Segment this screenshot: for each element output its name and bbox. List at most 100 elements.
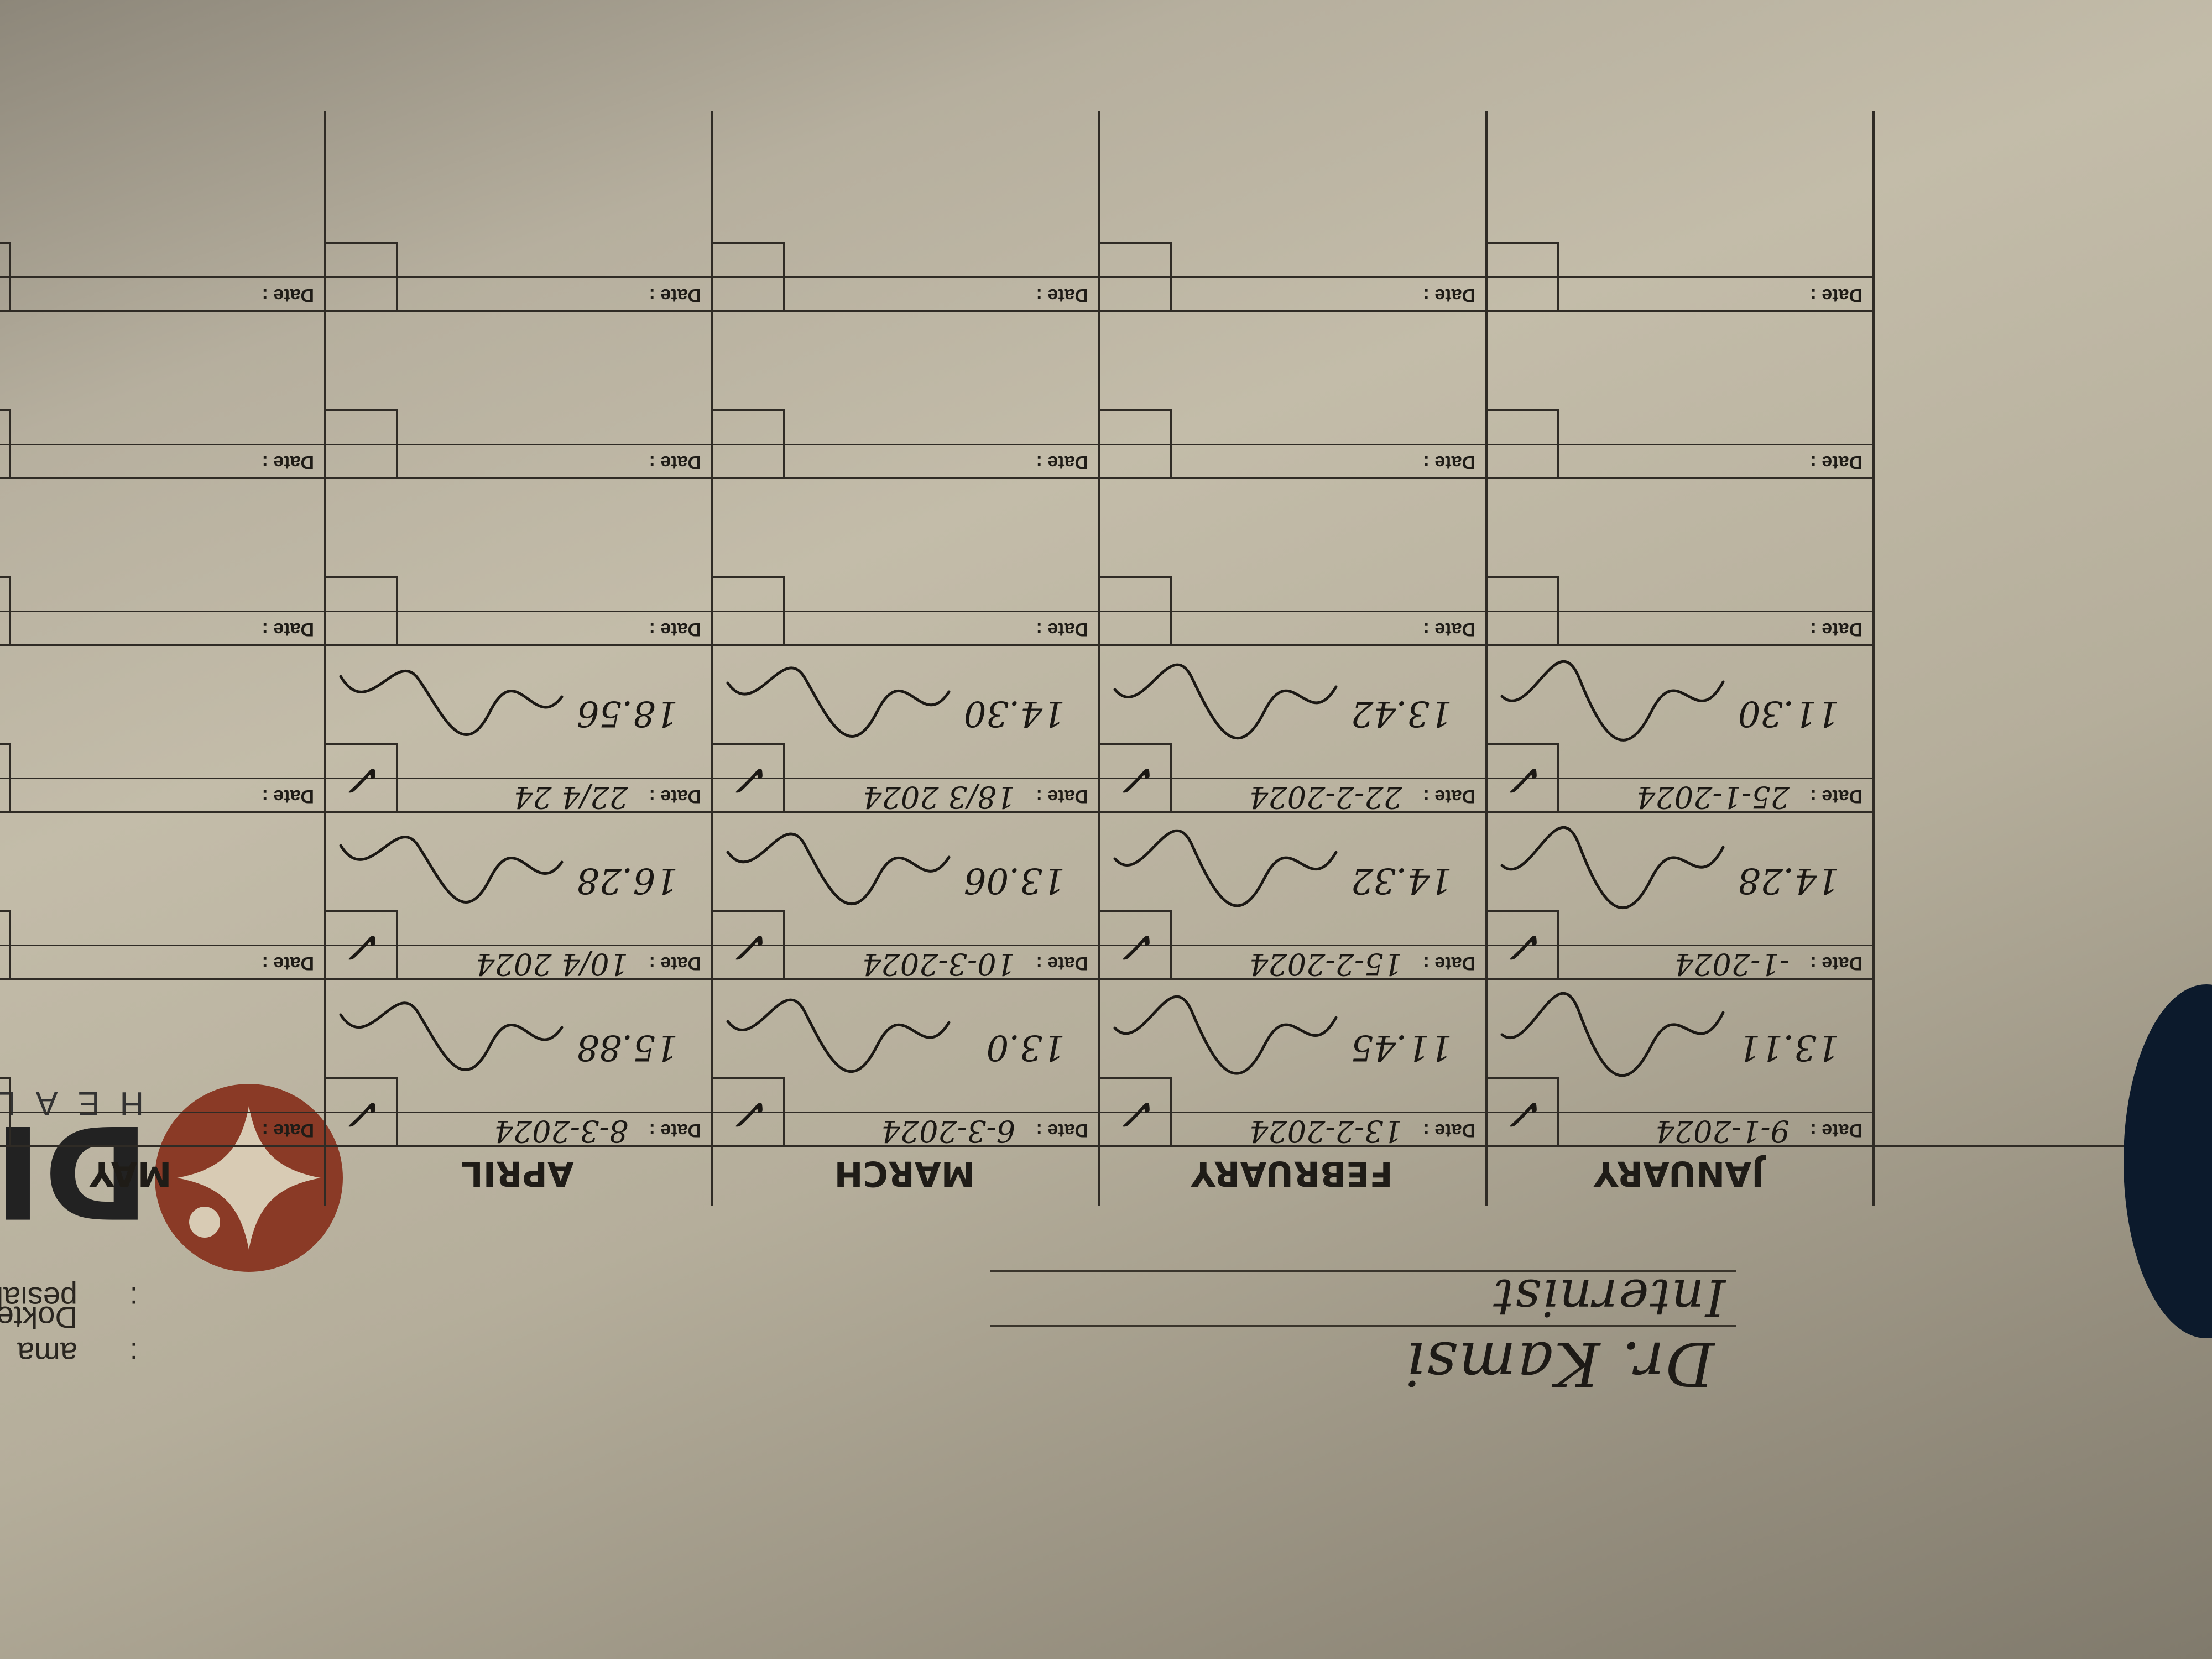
initial-box[interactable]: ✓ <box>324 743 398 811</box>
date-label: Date : <box>1810 619 1863 640</box>
month-header: APRIL <box>461 1154 574 1194</box>
visit-cell[interactable]: Date : <box>0 144 324 312</box>
date-value: 15-2-2024 <box>1249 947 1402 982</box>
visit-cell[interactable]: Date :-1-2024✓14.28 <box>1485 812 1872 982</box>
visit-cell[interactable]: Date :15-2-2024✓14.32 <box>1098 812 1485 982</box>
date-label: Date : <box>1423 786 1475 807</box>
visit-cell[interactable]: Date :10/4 2024✓16.28 <box>324 812 711 982</box>
date-label: Date : <box>1036 1120 1088 1141</box>
visit-cell[interactable]: Date : <box>711 311 1098 479</box>
date-value: 13-2-2024 <box>1249 1114 1402 1149</box>
date-label: Date : <box>1423 452 1475 473</box>
checkmark-icon: ✓ <box>1121 1088 1159 1140</box>
date-label: Date : <box>1423 953 1475 974</box>
date-label: Date : <box>1810 786 1863 807</box>
visit-time: 13.11 <box>1738 1027 1839 1068</box>
initial-box[interactable] <box>1485 409 1559 477</box>
initial-box[interactable] <box>324 242 398 310</box>
initial-box[interactable]: ✓ <box>324 910 398 978</box>
visit-cell[interactable]: Date : <box>1098 311 1485 479</box>
date-label: Date : <box>649 619 701 640</box>
visit-cell[interactable]: Date : <box>324 311 711 479</box>
initial-box[interactable]: ✓ <box>1485 1077 1559 1145</box>
month-header: MAY <box>89 1154 172 1194</box>
doctor-line <box>990 1325 1736 1327</box>
initial-box[interactable] <box>711 242 785 310</box>
initial-box[interactable] <box>324 576 398 644</box>
date-label: Date : <box>649 1120 701 1141</box>
date-label: Date : <box>1036 619 1088 640</box>
visit-cell[interactable]: Date : <box>0 979 324 1147</box>
initial-box[interactable]: ✓ <box>711 743 785 811</box>
visit-time: 16.28 <box>576 860 678 901</box>
checkmark-icon: ✓ <box>1509 754 1546 806</box>
visit-cell[interactable]: Date : <box>1098 478 1485 646</box>
visit-cell[interactable]: Date :25-1-2024✓11.30 <box>1485 645 1872 815</box>
date-label: Date : <box>262 285 314 306</box>
visit-cell[interactable]: Date :13-2-2024✓11.45 <box>1098 979 1485 1149</box>
signature-scribble <box>1113 995 1338 1075</box>
visit-cell[interactable]: Date : <box>1098 144 1485 312</box>
signature-scribble <box>1113 663 1338 740</box>
initial-box[interactable] <box>1485 242 1559 310</box>
initial-box[interactable] <box>0 576 11 644</box>
initial-box[interactable]: ✓ <box>1485 910 1559 978</box>
date-value: 8-3-2024 <box>494 1114 628 1149</box>
initial-box[interactable] <box>324 409 398 477</box>
initial-box[interactable]: ✓ <box>1098 910 1172 978</box>
checkmark-icon: ✓ <box>1121 921 1159 973</box>
visit-cell[interactable]: Date :9-1-2024✓13.11 <box>1485 979 1872 1149</box>
date-value: 18/3 2024 <box>863 780 1015 815</box>
visit-cell[interactable]: Date : <box>0 311 324 479</box>
doctor-separator: : <box>129 1336 138 1371</box>
visit-cell[interactable]: Date :22-2-2024✓13.42 <box>1098 645 1485 815</box>
initial-box[interactable] <box>0 409 11 477</box>
visit-cell[interactable]: Date :22/4 24✓18.56 <box>324 645 711 815</box>
visit-cell[interactable]: Date : <box>711 478 1098 646</box>
initial-box[interactable]: ✓ <box>1485 743 1559 811</box>
visit-cell[interactable]: Date : <box>1485 478 1872 646</box>
visit-cell[interactable]: Date : <box>711 144 1098 312</box>
initial-box[interactable] <box>1098 242 1172 310</box>
visit-cell[interactable]: Date :10-3-2024✓13.06 <box>711 812 1098 982</box>
checkmark-icon: ✓ <box>1509 1088 1546 1140</box>
date-strip: Date : <box>0 945 324 978</box>
visit-cell[interactable]: Date : <box>324 478 711 646</box>
visit-cell[interactable]: Date : <box>0 645 324 813</box>
initial-box[interactable] <box>0 743 11 811</box>
date-label: Date : <box>262 1120 314 1141</box>
initial-box[interactable]: ✓ <box>711 1077 785 1145</box>
initial-box[interactable] <box>711 409 785 477</box>
initial-box[interactable] <box>1485 576 1559 644</box>
visit-cell[interactable]: Date : <box>1485 311 1872 479</box>
date-label: Date : <box>649 285 701 306</box>
date-strip: Date : <box>0 444 324 477</box>
visit-cell[interactable]: Date : <box>0 812 324 980</box>
initial-box[interactable]: ✓ <box>1098 743 1172 811</box>
visit-cell[interactable]: Date : <box>324 144 711 312</box>
visit-cell[interactable]: Date :8-3-2024✓15.88 <box>324 979 711 1149</box>
initial-box[interactable] <box>1098 409 1172 477</box>
initial-box[interactable] <box>1098 576 1172 644</box>
initial-box[interactable]: ✓ <box>1098 1077 1172 1145</box>
initial-box[interactable] <box>0 1077 11 1145</box>
checkmark-icon: ✓ <box>734 754 772 806</box>
visit-cell[interactable]: Date : <box>1485 144 1872 312</box>
initial-box[interactable]: ✓ <box>324 1077 398 1145</box>
initial-box[interactable] <box>0 242 11 310</box>
visit-time: 14.28 <box>1738 860 1839 901</box>
initial-box[interactable]: ✓ <box>711 910 785 978</box>
visit-cell[interactable]: Date :6-3-2024✓13.0 <box>711 979 1098 1149</box>
initial-box[interactable] <box>0 910 11 978</box>
date-value: -1-2024 <box>1674 947 1790 982</box>
initial-box[interactable] <box>711 576 785 644</box>
visit-cell[interactable]: Date :18/3 2024✓14.30 <box>711 645 1098 815</box>
visit-cell[interactable]: Date : <box>0 478 324 646</box>
month-header: MARCH <box>834 1154 975 1194</box>
